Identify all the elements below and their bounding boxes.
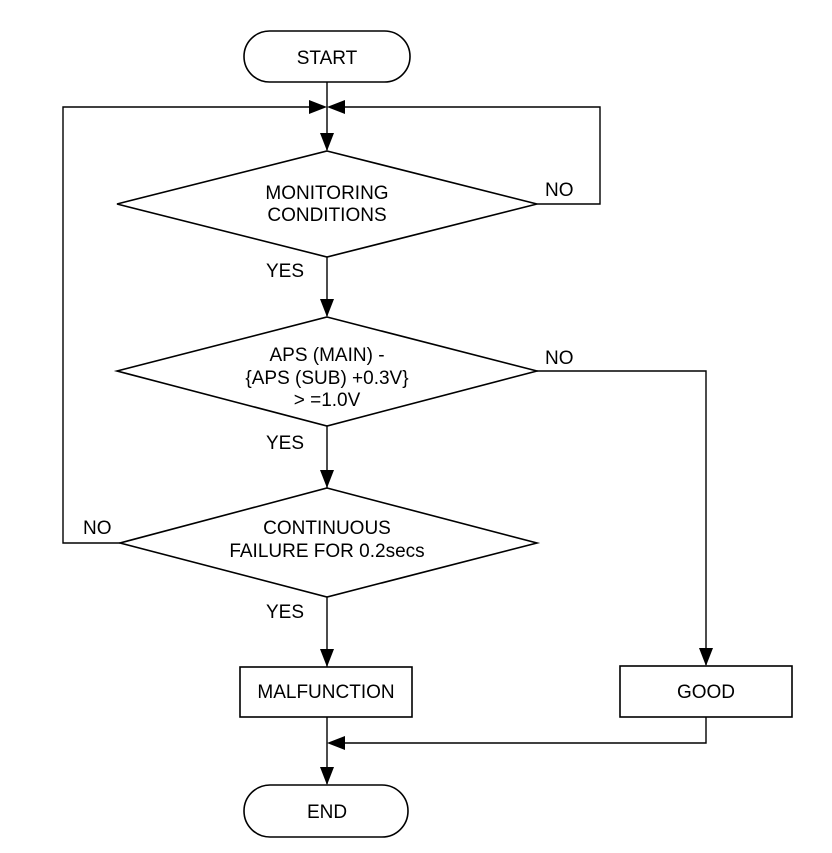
down-arrow-icon <box>320 649 334 667</box>
decision-3-shape <box>116 487 541 598</box>
good-label: GOOD <box>677 682 735 703</box>
arrowheads <box>309 100 713 785</box>
decision-2-line3: > =1.0V <box>294 390 361 411</box>
decision-1-line2: CONDITIONS <box>267 205 386 226</box>
decision-2-yes-label: YES <box>266 433 304 454</box>
decision-1-yes-label: YES <box>266 261 304 282</box>
down-arrow-icon <box>320 299 334 317</box>
good-box <box>619 665 793 718</box>
decision-continuous-failure: CONTINUOUS FAILURE FOR 0.2secs NO YES <box>83 487 541 623</box>
decision-2-shape <box>113 316 541 427</box>
decision-3-line1: CONTINUOUS <box>263 518 391 539</box>
decision-monitoring-conditions: MONITORING CONDITIONS NO YES <box>116 150 574 282</box>
end-label: END <box>307 802 347 823</box>
malfunction-label: MALFUNCTION <box>257 682 394 703</box>
down-arrow-icon <box>699 648 713 666</box>
left-arrow-icon <box>327 736 345 750</box>
malfunction-box <box>239 666 413 718</box>
start-shape <box>243 30 411 83</box>
down-arrow-icon <box>320 470 334 488</box>
down-arrow-icon <box>320 767 334 785</box>
decision-1-line1: MONITORING <box>265 183 388 204</box>
decision-2-line2: {APS (SUB) +0.3V} <box>245 368 408 389</box>
end-shape <box>243 784 409 838</box>
end-terminator: END <box>243 784 409 838</box>
decision-2-line1: APS (MAIN) - <box>269 345 384 366</box>
start-label: START <box>297 48 358 69</box>
decision-3-line2: FAILURE FOR 0.2secs <box>229 541 424 562</box>
decision-3-yes-label: YES <box>266 602 304 623</box>
d2-no-to-good-line <box>537 370 707 665</box>
merge-right-arrow-icon <box>327 100 345 114</box>
good-to-merge-line <box>332 717 707 744</box>
no-loop-left-line <box>62 106 312 544</box>
connectors <box>62 82 707 784</box>
down-arrow-icon <box>320 133 334 151</box>
good-process: GOOD <box>619 665 793 718</box>
decision-1-no-label: NO <box>545 180 574 201</box>
malfunction-process: MALFUNCTION <box>239 666 413 718</box>
decision-2-no-label: NO <box>545 348 574 369</box>
merge-left-arrow-icon <box>309 100 327 114</box>
decision-1-shape <box>116 150 538 258</box>
no-loop-right-line <box>342 106 601 205</box>
start-terminator: START <box>243 30 411 83</box>
decision-3-no-label: NO <box>83 518 112 539</box>
decision-aps-difference: APS (MAIN) - {APS (SUB) +0.3V} > =1.0V N… <box>113 316 574 454</box>
